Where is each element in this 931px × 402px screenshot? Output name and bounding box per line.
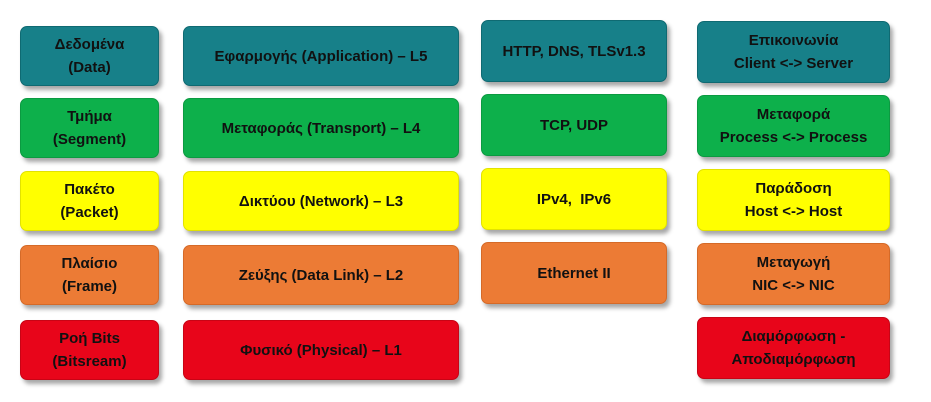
unit-frame-english: (Frame) — [61, 278, 117, 295]
protocols-network-box: IPv4, IPv6 — [481, 168, 667, 230]
layer-application-label: Εφαρμογής (Application) – L5 — [214, 47, 428, 65]
function-network-name: Παράδοση — [755, 180, 832, 197]
layer-application-box: Εφαρμογής (Application) – L5 — [183, 26, 459, 86]
function-physical-name: Διαμόρφωση - — [741, 328, 846, 345]
function-transport-box: Μεταφορά Process <-> Process — [697, 95, 890, 157]
function-datalink-box: Μεταγωγή NIC <-> NIC — [697, 243, 890, 305]
function-network-box: Παράδοση Host <-> Host — [697, 169, 890, 231]
unit-data-english: (Data) — [68, 59, 111, 76]
layer-transport-label: Μεταφοράς (Transport) – L4 — [221, 119, 421, 137]
unit-frame-name: Πλαίσιο — [61, 255, 118, 272]
function-network-detail: Host <-> Host — [744, 203, 843, 220]
unit-segment-name: Τμήμα — [67, 108, 112, 125]
unit-bitstream-english: (Bitsream) — [52, 353, 127, 370]
function-application-box: Επικοινωνία Client <-> Server — [697, 21, 890, 83]
layer-transport-box: Μεταφοράς (Transport) – L4 — [183, 98, 459, 158]
layer-network-label: Δικτύου (Network) – L3 — [238, 192, 404, 210]
unit-packet-box: Πακέτο (Packet) — [20, 171, 159, 231]
unit-packet-english: (Packet) — [60, 204, 119, 221]
unit-segment-english: (Segment) — [52, 131, 127, 148]
protocols-transport-box: TCP, UDP — [481, 94, 667, 156]
function-datalink-detail: NIC <-> NIC — [752, 277, 835, 294]
unit-frame-box: Πλαίσιο (Frame) — [20, 245, 159, 305]
layer-physical-label: Φυσικό (Physical) – L1 — [240, 341, 402, 359]
layer-datalink-box: Ζεύξης (Data Link) – L2 — [183, 245, 459, 305]
function-transport-name: Μεταφορά — [756, 106, 831, 123]
function-physical-box: Διαμόρφωση - Αποδιαμόρφωση — [697, 317, 890, 379]
unit-packet-name: Πακέτο — [64, 181, 115, 198]
unit-bitstream-box: Ροή Bits (Bitsream) — [20, 320, 159, 380]
unit-data-name: Δεδομένα — [54, 36, 125, 53]
protocols-datalink-box: Ethernet II — [481, 242, 667, 304]
function-physical-detail: Αποδιαμόρφωση — [731, 351, 856, 368]
protocols-datalink-label: Ethernet II — [537, 264, 611, 282]
unit-data-box: Δεδομένα (Data) — [20, 26, 159, 86]
function-application-detail: Client <-> Server — [733, 55, 854, 72]
protocols-transport-label: TCP, UDP — [539, 116, 609, 134]
layer-datalink-label: Ζεύξης (Data Link) – L2 — [238, 266, 404, 284]
layer-physical-box: Φυσικό (Physical) – L1 — [183, 320, 459, 380]
function-datalink-name: Μεταγωγή — [756, 254, 831, 271]
protocols-network-label: IPv4, IPv6 — [536, 190, 612, 208]
protocols-application-label: HTTP, DNS, TLSv1.3 — [502, 42, 646, 60]
function-transport-detail: Process <-> Process — [719, 129, 868, 146]
protocols-application-box: HTTP, DNS, TLSv1.3 — [481, 20, 667, 82]
layer-network-box: Δικτύου (Network) – L3 — [183, 171, 459, 231]
unit-bitstream-name: Ροή Bits — [59, 330, 120, 347]
function-application-name: Επικοινωνία — [748, 32, 839, 49]
unit-segment-box: Τμήμα (Segment) — [20, 98, 159, 158]
